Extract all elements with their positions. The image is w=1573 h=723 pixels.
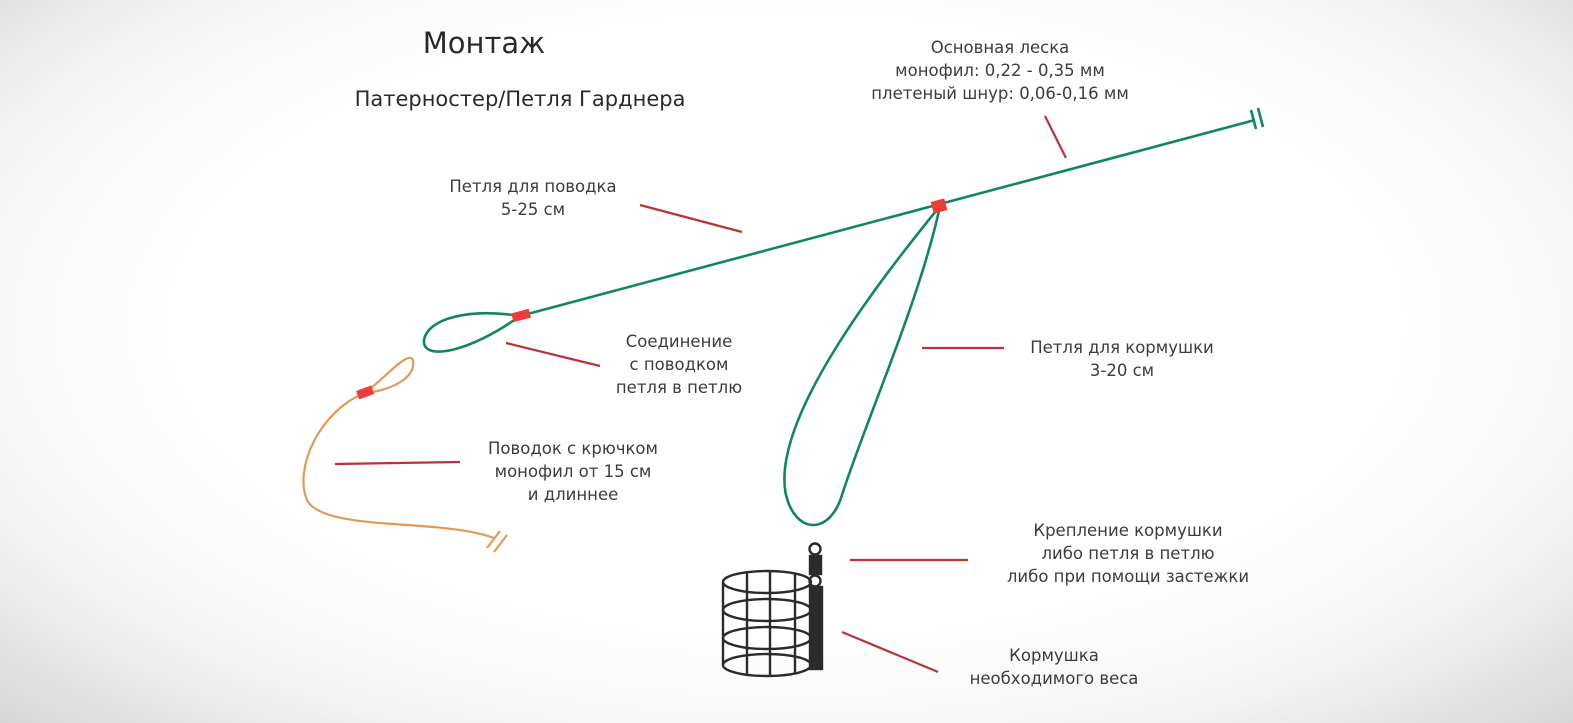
swivel-ring: [808, 542, 822, 556]
label-line: Основная леска: [930, 38, 1070, 57]
label-line: и длиннее: [527, 485, 619, 504]
hook-leader: [302, 356, 508, 553]
label-line: Петля для кормушки: [1030, 338, 1214, 357]
pointer-main-line: [1044, 115, 1067, 159]
label-line: Поводок с крючком: [488, 439, 658, 458]
label-hook-leader: Поводок с крючком монофил от 15 см и дли…: [488, 437, 658, 506]
pointer-feeder: [841, 630, 939, 674]
pointer-lines: [334, 115, 1067, 674]
label-line: 3-20 см: [1089, 361, 1155, 380]
label-line: Соединение: [625, 332, 733, 351]
diagram-subtitle: Патерностер/Петля Гарднера: [354, 87, 686, 111]
label-main-line: Основная леска монофил: 0,22 - 0,35 мм п…: [871, 36, 1129, 105]
label-line: Петля для поводка: [449, 177, 617, 196]
main-line: [422, 107, 1265, 527]
label-feeder-attach: Крепление кормушки либо петля в петлю ли…: [1007, 519, 1249, 588]
label-line: монофил: 0,22 - 0,35 мм: [895, 61, 1105, 80]
label-leader-loop: Петля для поводка 5-25 см: [449, 175, 616, 221]
knot-hook-leader: [356, 385, 375, 400]
diagram-title: Монтаж: [422, 26, 546, 60]
knot-leader-loop: [511, 308, 531, 323]
label-line: монофил от 15 см: [494, 462, 652, 481]
knot-feeder-loop: [930, 198, 948, 214]
feeder-weight: [808, 585, 824, 671]
label-line: Кормушка: [1009, 646, 1099, 665]
label-feeder-loop: Петля для кормушки 3-20 см: [1030, 336, 1214, 382]
label-line: либо при помощи застежки: [1006, 567, 1250, 586]
label-line: с поводком: [629, 355, 729, 374]
label-feeder: Кормушка необходимого веса: [970, 644, 1139, 690]
label-line: необходимого веса: [969, 669, 1139, 688]
label-line: 5-25 см: [500, 200, 566, 219]
pointer-hook-leader: [334, 460, 461, 466]
pointer-leader-loop: [639, 203, 743, 234]
feeder-loop: [783, 205, 942, 527]
label-connection: Соединение с поводком петля в петлю: [616, 330, 742, 399]
label-line: плетеный шнур: 0,06-0,16 мм: [871, 84, 1129, 103]
leader-loop: [422, 312, 521, 353]
pointer-connection: [505, 341, 601, 368]
label-line: Крепление кормушки: [1033, 521, 1223, 540]
label-line: либо петля в петлю: [1041, 544, 1215, 563]
knots: [356, 198, 948, 400]
feeder: [721, 542, 824, 678]
label-line: петля в петлю: [615, 378, 743, 397]
